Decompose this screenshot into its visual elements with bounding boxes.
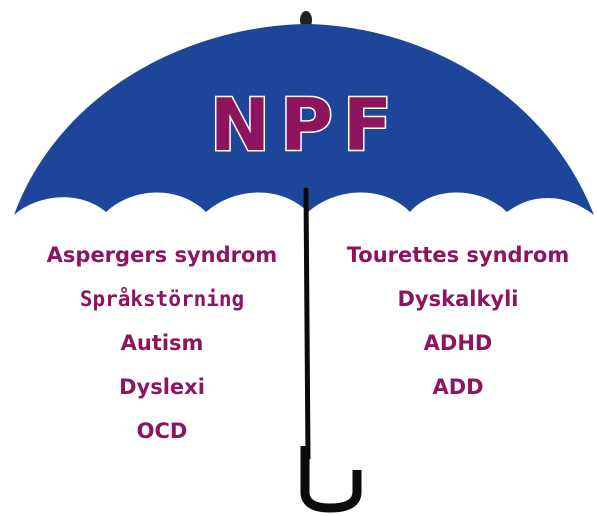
umbrella-title: NPF bbox=[210, 83, 402, 167]
list-item-ocd: OCD bbox=[137, 420, 188, 464]
list-item-autism: Autism bbox=[121, 332, 204, 376]
list-item-aspergers: Aspergers syndrom bbox=[47, 244, 278, 288]
right-list: Tourettes syndrom Dyskalkyli ADHD ADD bbox=[318, 244, 597, 420]
list-item-sprakstorning: Språkstörning bbox=[80, 288, 244, 332]
list-item-adhd: ADHD bbox=[424, 332, 493, 376]
list-item-tourettes: Tourettes syndrom bbox=[347, 244, 569, 288]
list-item-dyslexi: Dyslexi bbox=[119, 376, 205, 420]
umbrella-shaft bbox=[306, 190, 308, 458]
umbrella-handle bbox=[305, 446, 357, 508]
list-item-add: ADD bbox=[432, 376, 483, 420]
list-item-dyskalkyli: Dyskalkyli bbox=[397, 288, 518, 332]
left-list: Aspergers syndrom Språkstörning Autism D… bbox=[22, 244, 302, 464]
